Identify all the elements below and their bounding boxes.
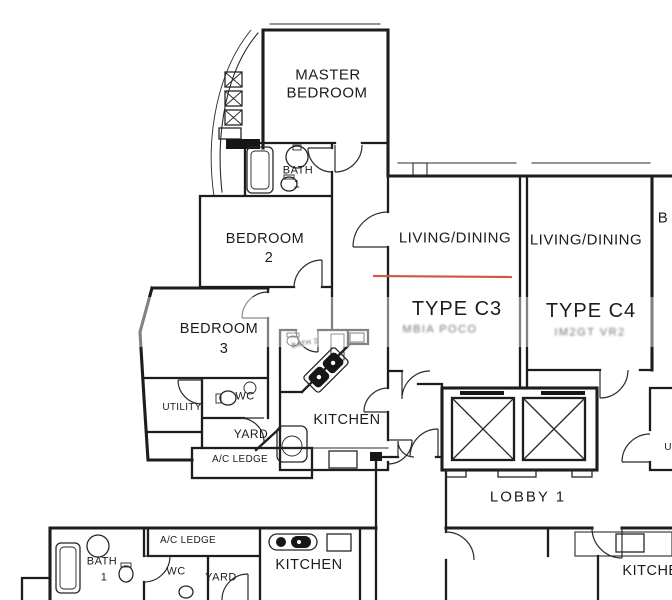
room-label-kitchen: KITCHEN <box>313 411 381 428</box>
structural-walls <box>20 28 672 600</box>
hob-icon <box>328 450 358 469</box>
lobby-label: LOBBY 1 <box>489 488 567 506</box>
sink-icon <box>303 347 349 393</box>
room-label-bedroom3-num: 3 <box>219 340 229 357</box>
room-label-ac-ledge-below: A/C LEDGE <box>159 535 217 546</box>
room-label-kitchen-below: KITCHEN <box>275 556 343 573</box>
room-label-bath1: BATH <box>282 164 314 177</box>
toilet-icon <box>219 390 237 406</box>
room-label-bedroom-partial: B <box>657 209 669 227</box>
room-label-utility-partial: U <box>664 442 672 453</box>
basin-icon <box>86 534 110 558</box>
unit-type-sublabel-c3: MBIA POCO <box>402 323 478 336</box>
highlight-line <box>372 274 513 279</box>
room-label-bath1-below: BATH <box>86 555 118 568</box>
hob-icon <box>326 533 352 552</box>
lift-icon <box>440 386 599 478</box>
sink-icon <box>615 533 645 553</box>
bathtub-icon <box>246 146 274 194</box>
room-label-bedroom2-num: 2 <box>264 249 274 266</box>
window-lines <box>210 23 672 557</box>
fixtures <box>55 144 645 599</box>
toilet-icon <box>118 565 134 583</box>
room-label-utility: UTILITY <box>162 402 202 413</box>
room-label-living-dining-c4: LIVING/DINING <box>529 231 643 249</box>
room-label-yard: YARD <box>233 427 269 441</box>
room-label-living-dining-c3: LIVING/DINING <box>398 229 512 247</box>
planter-boxes <box>218 71 260 149</box>
bathtub-icon <box>55 542 81 594</box>
room-label-wc-below: WC <box>166 565 186 578</box>
toilet-icon <box>178 585 194 599</box>
room-label-master-bedroom-1: MASTER <box>295 66 361 84</box>
room-label-bath1-num: 1 <box>293 178 301 191</box>
room-label-ac-ledge: A/C LEDGE <box>211 454 269 465</box>
room-label-bedroom2: BEDROOM <box>225 230 305 247</box>
room-label-wc: WC <box>235 390 255 403</box>
room-label-kitchen-below-right: KITCHEN <box>622 562 672 579</box>
room-label-bedroom3: BEDROOM <box>179 320 259 337</box>
toilet-icon <box>280 176 298 192</box>
room-label-yard-below: YARD <box>205 571 237 584</box>
door-arcs <box>143 144 651 600</box>
room-label-bath1-below-num: 1 <box>100 571 108 584</box>
unit-type-sublabel-c4: IM2GT VR2 <box>554 326 626 339</box>
room-label-master-bedroom-2: BEDROOM <box>286 84 368 102</box>
sink-icon <box>268 533 318 551</box>
fridge-icon <box>276 425 308 463</box>
basin-icon <box>285 145 309 169</box>
unit-type-label-c4: TYPE C4 <box>545 300 637 322</box>
unit-type-label-c3: TYPE C3 <box>411 298 503 320</box>
